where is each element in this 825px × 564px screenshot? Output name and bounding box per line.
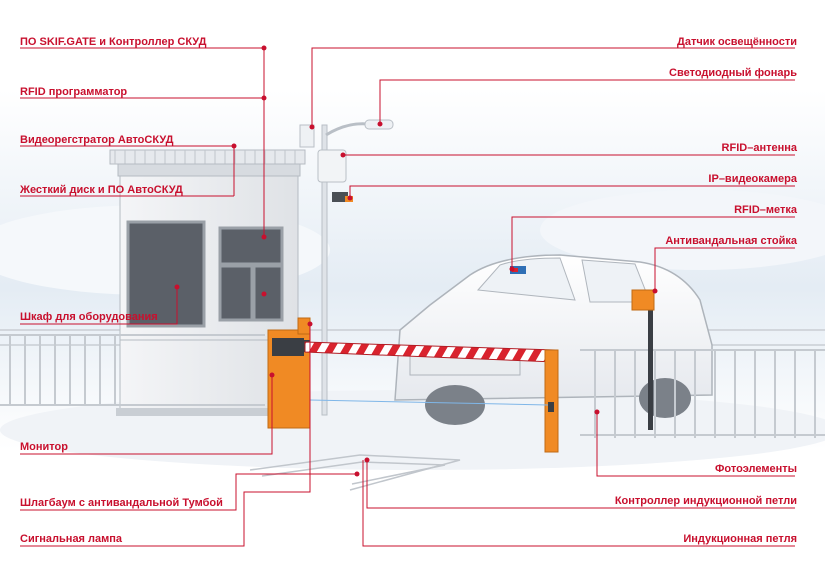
- callout-dot: [269, 372, 275, 378]
- callout-dot: [174, 284, 180, 290]
- callout-dot: [261, 234, 267, 240]
- label-rfid-tag: RFID–метка: [734, 204, 797, 216]
- leader-lines: [20, 47, 795, 547]
- anti-vandal-stand: [631, 289, 655, 430]
- label-induction-loop: Индукционная петля: [683, 533, 797, 545]
- label-hard-disk: Жесткий диск и ПО АвтоСКУД: [20, 184, 183, 196]
- label-loop-controller: Контроллер индукционной петли: [614, 495, 797, 507]
- callout-dot: [261, 95, 267, 101]
- label-skif-gate-controller: ПО SKIF.GATE и Контроллер СКУД: [20, 36, 207, 48]
- label-barrier-with-stand: Шлагбаум с антивандальной Тумбой: [20, 497, 223, 509]
- callout-dot: [309, 124, 315, 130]
- callout-dots: [174, 45, 658, 477]
- callout-dot: [307, 321, 313, 327]
- label-light-sensor: Датчик освещённости: [676, 36, 797, 48]
- label-monitor: Монитор: [20, 441, 68, 453]
- label-rfid-programmer: RFID программатор: [20, 86, 128, 98]
- callout-dot: [509, 266, 515, 272]
- callout-dot: [231, 143, 237, 149]
- label-rfid-antenna: RFID–антенна: [721, 142, 797, 154]
- callout-dot: [377, 121, 383, 127]
- induction-loop: [249, 454, 461, 491]
- label-equipment-cabinet: Шкаф для оборудования: [20, 311, 158, 323]
- label-photocells: Фотоэлементы: [715, 463, 797, 475]
- callout-dot: [340, 152, 346, 158]
- callout-dot: [261, 45, 267, 51]
- label-ip-camera: IP–видеокамера: [708, 173, 797, 185]
- callout-dot: [652, 288, 658, 294]
- label-video-recorder: Видеорегстратор АвтоСКУД: [20, 134, 174, 146]
- label-signal-lamp: Сигнальная лампа: [20, 533, 123, 545]
- guard-booth: [109, 149, 306, 416]
- label-anti-vandal-stand: Антивандальная стойка: [665, 235, 797, 247]
- front-fence-right: [580, 349, 825, 438]
- barrier: [267, 317, 559, 453]
- label-led-lamp: Светодиодный фонарь: [669, 67, 797, 79]
- callout-dot: [364, 457, 370, 463]
- callout-dot: [354, 471, 360, 477]
- callout-dot: [347, 195, 353, 201]
- callout-dot: [594, 409, 600, 415]
- front-fence-left: [0, 334, 265, 406]
- cloud: [540, 190, 825, 270]
- callout-dot: [261, 291, 267, 297]
